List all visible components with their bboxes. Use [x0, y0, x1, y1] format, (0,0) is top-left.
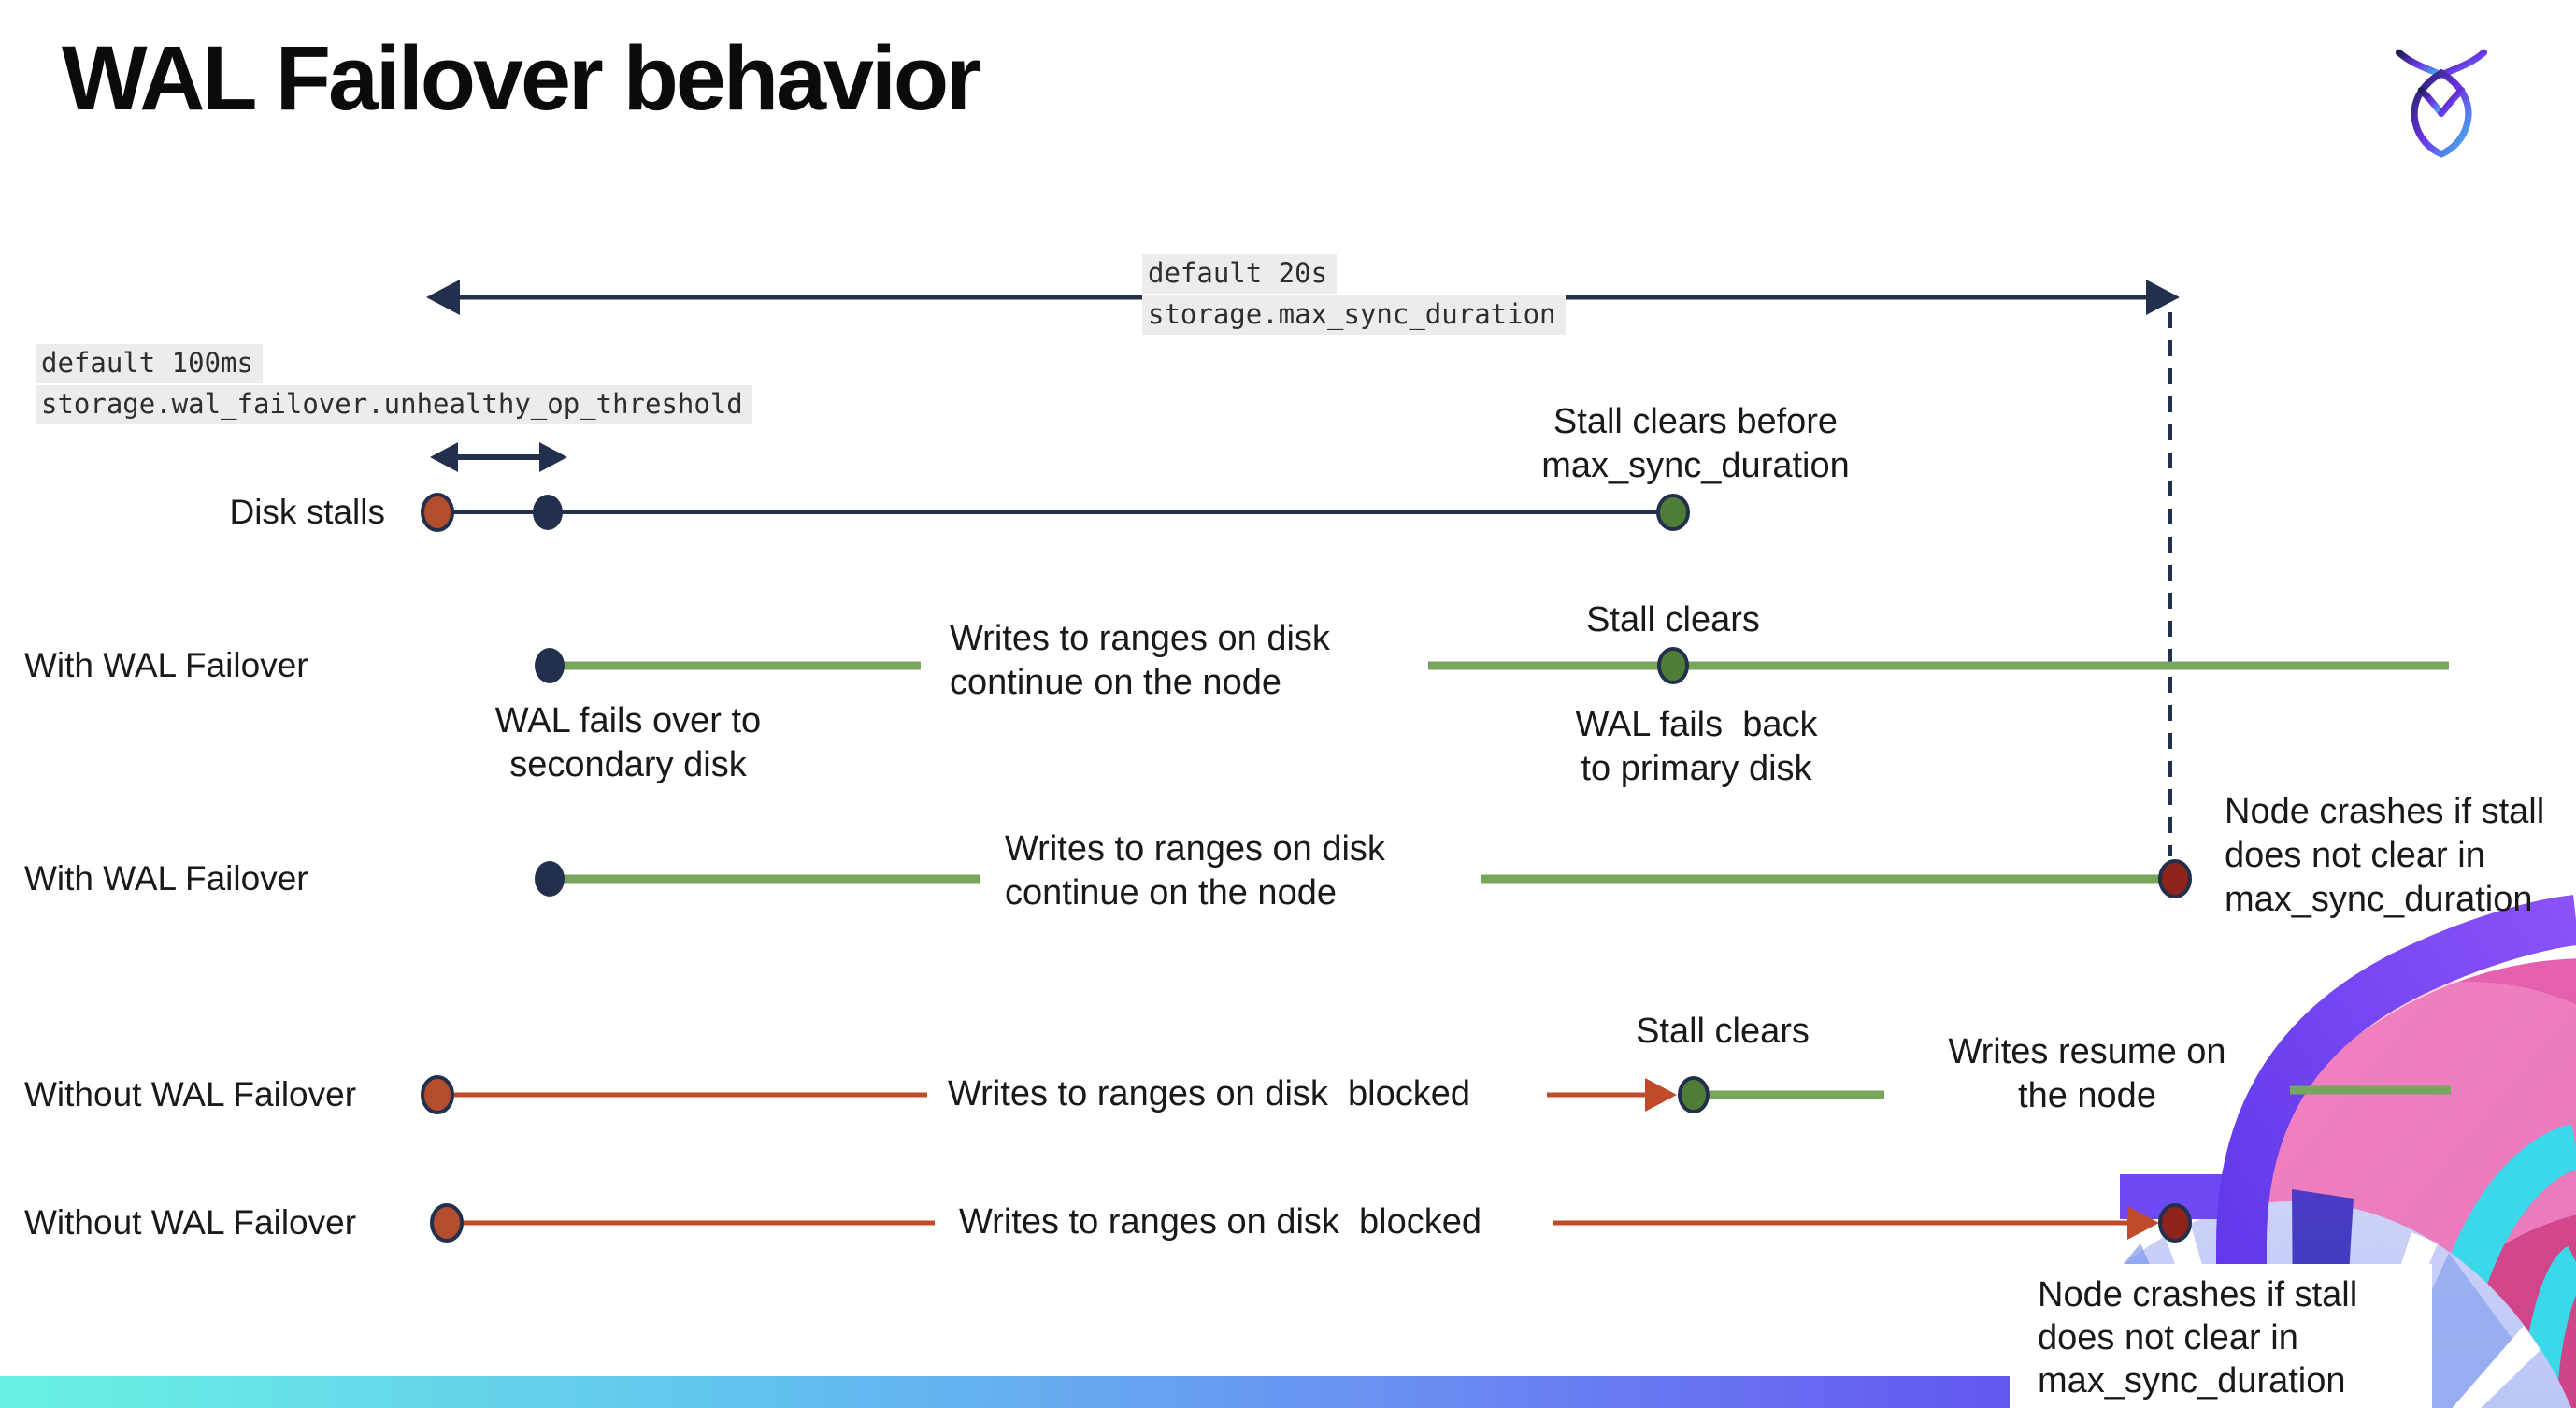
max-sync-setting-name: storage.max_sync_duration [1142, 295, 1566, 335]
row-label-with-wal-failover-1: With WAL Failover [24, 646, 308, 684]
logo-paths [2395, 49, 2488, 158]
row-label-disk-stalls: Disk stalls [229, 493, 385, 531]
failover-dot [535, 861, 565, 897]
unhealthy-op-threshold-arrow [430, 442, 567, 472]
page-title: WAL Failover behavior [62, 27, 981, 129]
blocked-arrowhead [2127, 1206, 2159, 1240]
purple-band-shape [2216, 895, 2576, 1408]
timeline-disk-stalls [421, 493, 1690, 532]
cockroachdb-logo-icon [2395, 49, 2488, 158]
note-node-crashes-row5: Node crashes if stall does not clear in … [2038, 1275, 2358, 1401]
note-stall-clears-before: Stall clears before max_sync_duration [1541, 402, 1850, 485]
note-stall-clears-row4: Stall clears [1636, 1012, 1810, 1051]
stall-clears-dot [1678, 1076, 1710, 1113]
note-writes-continue-row3: Writes to ranges on disk continue on the… [1005, 829, 1385, 912]
failover-trigger-dot [533, 495, 563, 530]
max-sync-duration-label: default 20s storage.max_sync_duration [1142, 254, 1566, 337]
note-writes-continue-row2: Writes to ranges on disk continue on the… [950, 619, 1330, 702]
timeline-without-failover-crash [430, 1203, 2192, 1243]
unhealthy-op-setting-name: storage.wal_failover.unhealthy_op_thresh… [36, 385, 752, 424]
note-writes-blocked-row4: Writes to ranges on disk blocked [948, 1074, 1471, 1113]
blocked-arrowhead [1645, 1078, 1677, 1112]
note-wal-fails-back: WAL fails back to primary disk [1575, 705, 1818, 788]
note-writes-blocked-row5: Writes to ranges on disk blocked [959, 1202, 1482, 1242]
node-crash-dot [2158, 1203, 2192, 1243]
unhealthy-op-threshold-label: default 100ms storage.wal_failover.unhea… [36, 344, 752, 426]
stall-clears-dot [1657, 647, 1689, 684]
dome-seam-shape [2452, 1326, 2540, 1408]
row-label-with-wal-failover-2: With WAL Failover [24, 859, 308, 898]
row-label-without-wal-failover-1: Without WAL Failover [24, 1075, 357, 1113]
max-sync-default-value: default 20s [1142, 254, 1338, 294]
timeline-with-failover-clears [535, 647, 2449, 684]
note-stall-clears-row2: Stall clears [1586, 600, 1760, 639]
timeline-with-failover-crash [535, 859, 2192, 898]
note-writes-resume: Writes resume on the node [1948, 1032, 2226, 1115]
row-label-without-wal-failover-2: Without WAL Failover [24, 1203, 357, 1242]
node-crash-callout-box: Node crashes if stall does not clear in … [2010, 1264, 2432, 1408]
stall-start-dot [421, 493, 454, 532]
timeline-without-failover-clears [421, 1075, 2451, 1114]
note-node-crashes-row3: Node crashes if stall does not clear in … [2225, 792, 2545, 919]
failover-dot [535, 648, 565, 683]
node-crash-dot [2158, 859, 2192, 898]
note-wal-fails-over: WAL fails over to secondary disk [494, 701, 762, 784]
stall-clears-dot [1656, 494, 1690, 531]
blocked-start-dot [430, 1203, 464, 1243]
blocked-start-dot [421, 1075, 454, 1114]
unhealthy-op-default-value: default 100ms [36, 344, 263, 383]
